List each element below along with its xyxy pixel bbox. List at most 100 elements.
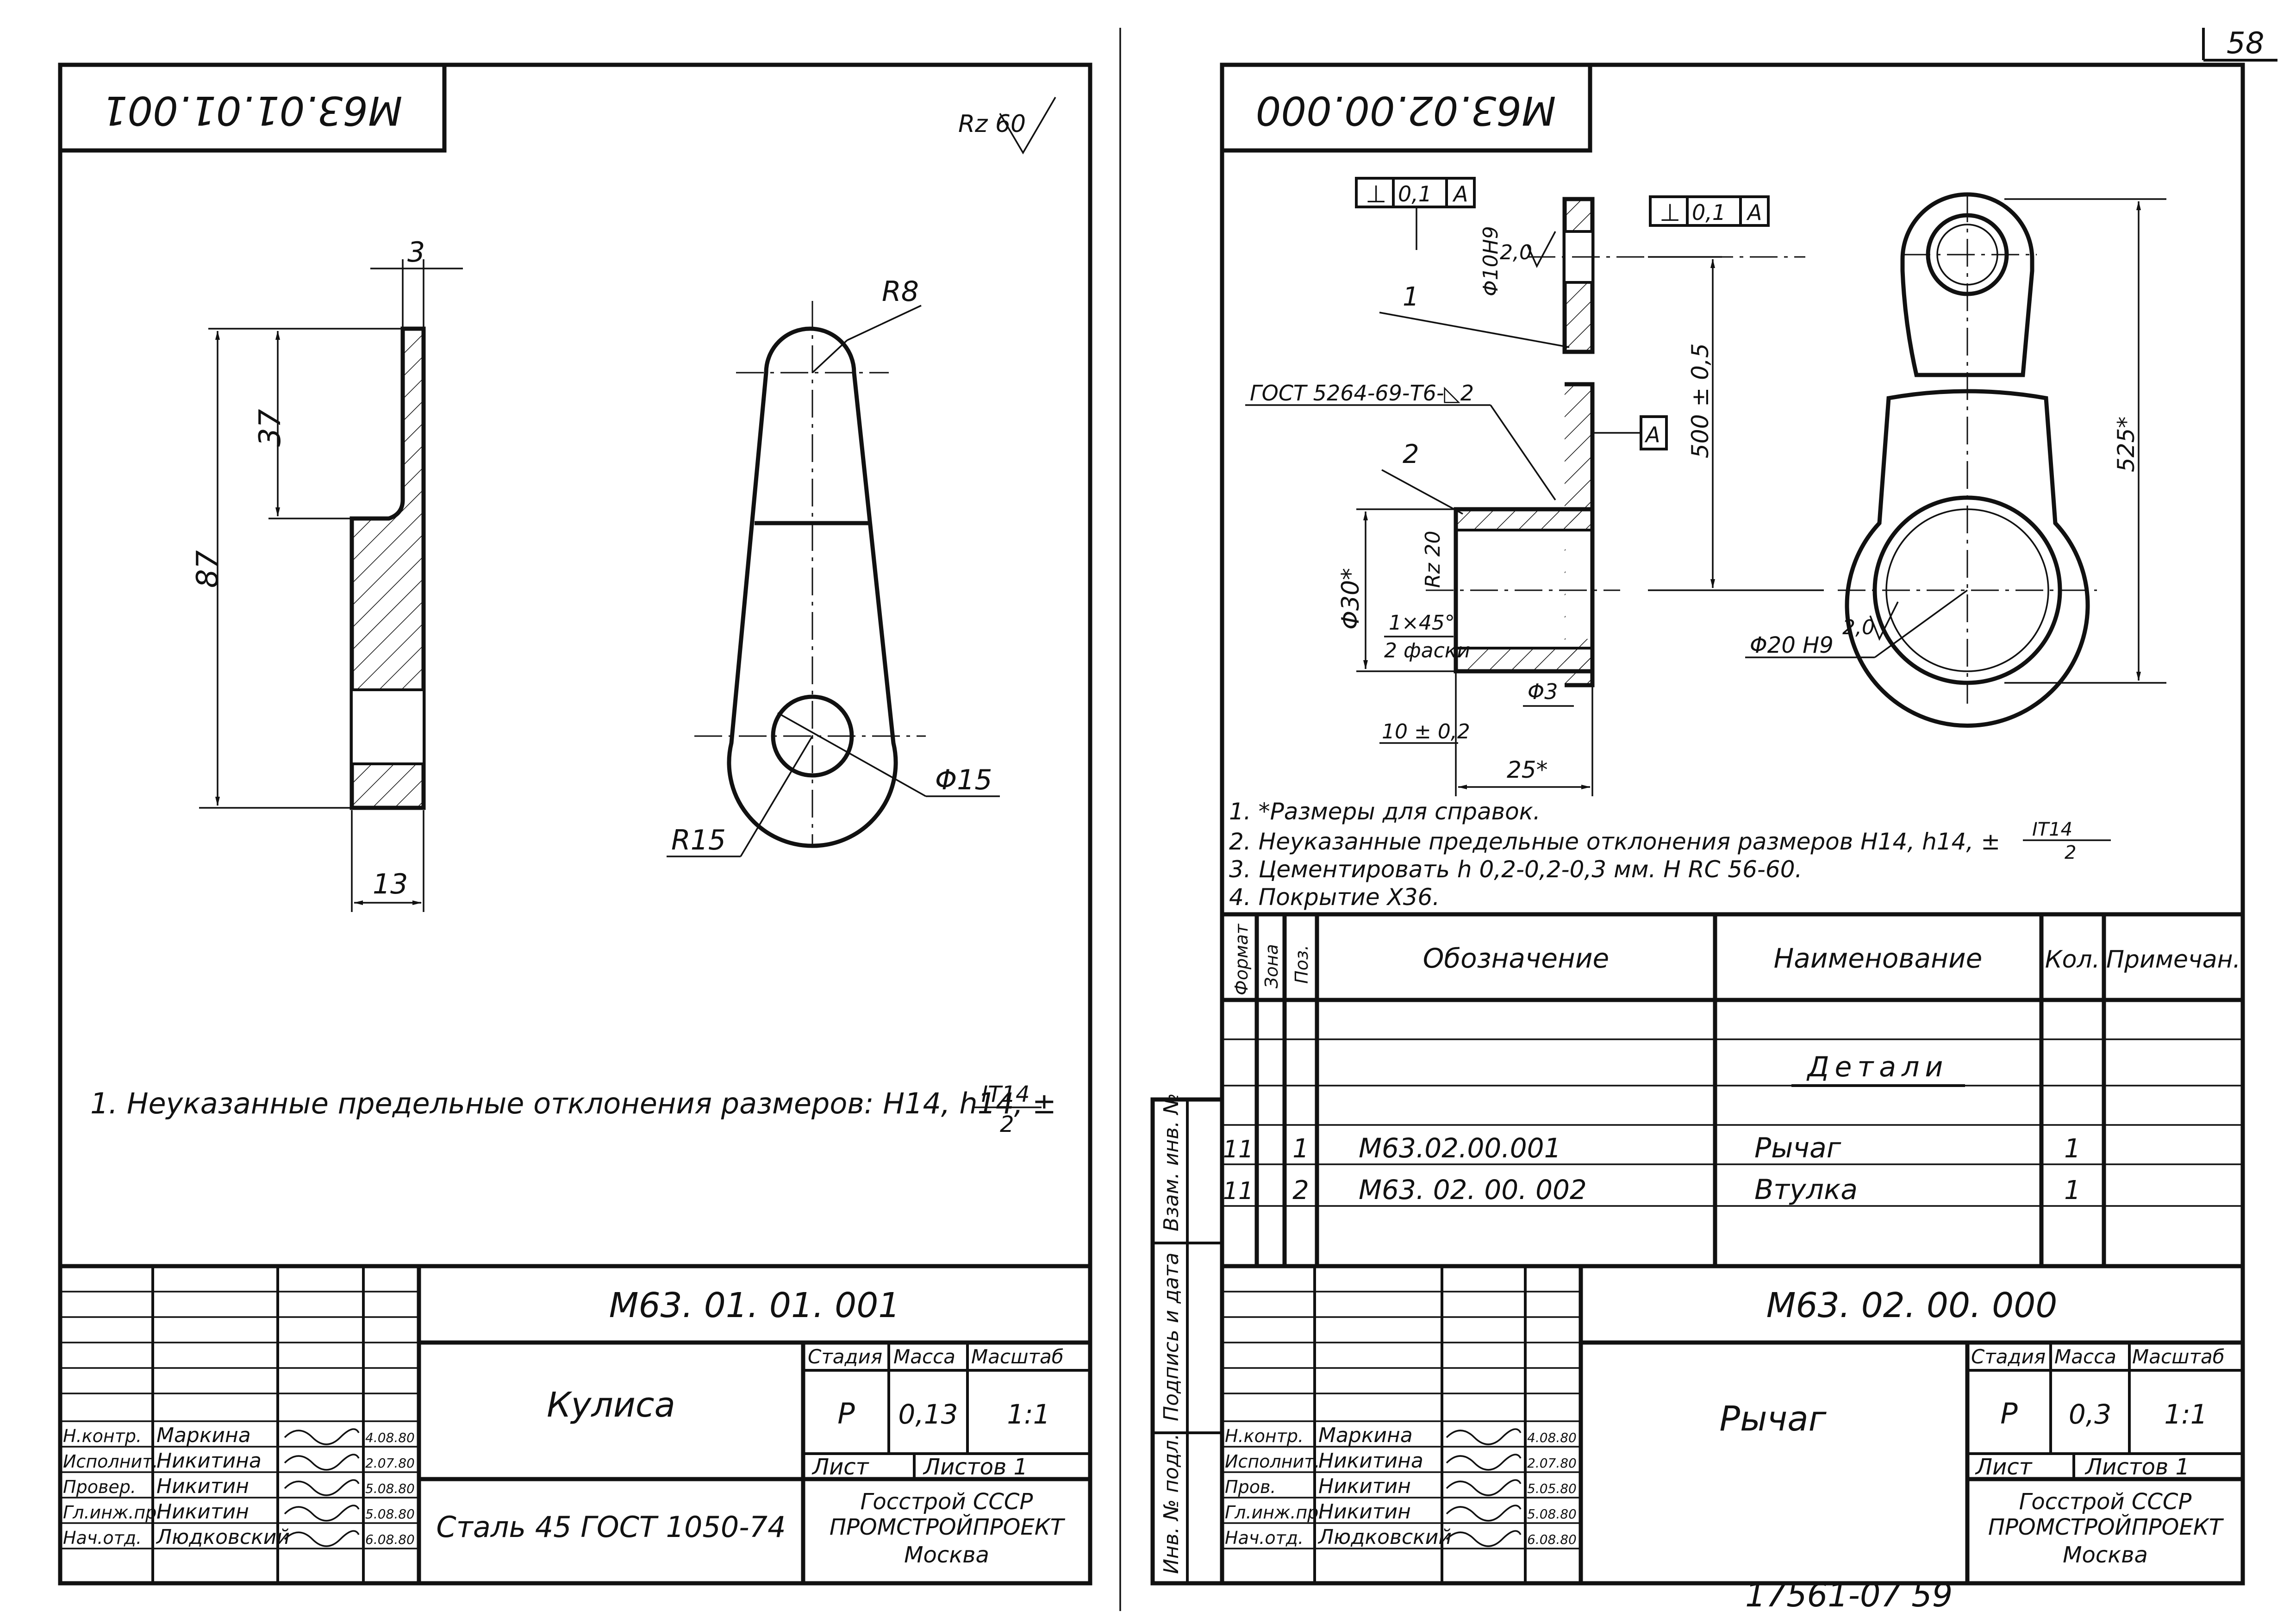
spec-item-designation-0: M63.02.00.001 [1359, 1132, 1561, 1164]
left-stage: Р [837, 1397, 855, 1430]
left-sign-name-3: Никитин [156, 1500, 249, 1524]
left-note-text: 1. Неуказанные предельные отклонения раз… [90, 1087, 1056, 1120]
left-sign-role-0: Н.контр. [63, 1426, 142, 1446]
right-side-stamp: Взам. инв. № Подпись и дата Инв. № подл. [1150, 1093, 1224, 1586]
left-sign-date-0: 4.08.80 [365, 1430, 415, 1445]
right-corner-code: M63.02.00.000 [1256, 87, 1556, 133]
right-sheet: M63.02.00.000 Взам. инв. № Подпись и дат… [1150, 62, 2245, 1586]
page-number: 58 [2227, 26, 2264, 61]
right-sign-role-3: Гл.инж.пр. [1225, 1502, 1324, 1523]
left-sign-signature-1 [284, 1454, 360, 1471]
right-org-3: Москва [2063, 1542, 2148, 1568]
right-stage-label: Стадия [1971, 1345, 2046, 1368]
spec-item-qty-1: 1 [2064, 1175, 2081, 1206]
right-sign-name-4: Людковский [1317, 1525, 1452, 1549]
dim-r15: R15 [671, 824, 726, 856]
dim-25: 25* [1507, 756, 1548, 783]
spec-item-qty-0: 1 [2064, 1134, 2081, 1164]
right-sign-signature-4 [1446, 1530, 1522, 1547]
link-front-view: R8 R15 Φ15 [667, 275, 1000, 857]
gost-weld: ГОСТ 5264-69-Т6-◺2 [1250, 381, 1474, 406]
lever-section-view: A Φ10H9 2,0 1 ГОСТ 5264-69-Т6-◺2 2 Φ30* … [1245, 197, 1805, 796]
right-sign-date-0: 4.08.80 [1527, 1430, 1577, 1445]
spec-item-designation-1: M63. 02. 00. 002 [1359, 1174, 1587, 1206]
tol1-sym: ⊥ [1366, 181, 1386, 208]
left-roughness: Rz 60 [958, 110, 1026, 138]
right-mass: 0,3 [2069, 1399, 2111, 1430]
tol2-val: 0,1 [1692, 200, 1726, 225]
dim-37: 37 [253, 409, 287, 447]
left-sign-date-2: 5.08.80 [365, 1481, 415, 1496]
left-sign-signature-2 [284, 1479, 360, 1496]
left-org-2: ПРОМСТРОЙПРОЕКТ [830, 1514, 1066, 1540]
right-note-2: 2. Неуказанные предельные отклонения раз… [1229, 828, 2000, 855]
dim-87: 87 [191, 550, 225, 588]
left-mass-label: Масса [893, 1345, 955, 1368]
col-note: Примечан. [2106, 946, 2240, 974]
right-title-block: M63. 02. 00. 000 Рычаг Стадия Масса Масш… [1220, 1264, 2245, 1586]
right-sign-name-3: Никитин [1318, 1500, 1411, 1524]
spec-item-pos-1: 2 [1292, 1175, 1309, 1206]
col-format: Формат [1231, 923, 1252, 995]
left-note-frac-den: 2 [1000, 1112, 1014, 1137]
dim-chamfer-1: 1×45° [1389, 611, 1455, 635]
left-sign-role-1: Исполнит. [63, 1451, 158, 1472]
leader-1: 1 [1403, 282, 1419, 312]
right-org-1: Госстрой СССР [2019, 1489, 2192, 1515]
spec-item-format-1: 11 [1223, 1177, 1254, 1205]
left-sign-role-3: Гл.инж.пр. [63, 1502, 162, 1523]
right-sign-signature-2 [1446, 1479, 1522, 1496]
right-sheet-label: Лист [1975, 1454, 2033, 1480]
col-designation: Обозначение [1423, 943, 1609, 974]
datum-a: A [1644, 422, 1660, 447]
right-sign-role-0: Н.контр. [1225, 1426, 1304, 1446]
right-sign-name-1: Никитина [1318, 1449, 1423, 1473]
right-note-1: 1. *Размеры для справок. [1229, 798, 1541, 825]
left-sign-name-2: Никитин [156, 1474, 249, 1498]
dim-phi20: Φ20 H9 [1750, 632, 1834, 658]
right-sign-name-2: Никитин [1318, 1474, 1411, 1498]
right-note-3: 3. Цементировать h 0,2-0,2-0,3 мм. H RC … [1229, 856, 1802, 883]
right-sign-signature-0 [1446, 1428, 1522, 1445]
left-sign-signature-3 [284, 1505, 360, 1522]
right-stage: Р [2000, 1397, 2018, 1430]
left-title-block: M63. 01. 01. 001 Кулиса Сталь 45 ГОСТ 10… [58, 1264, 1092, 1586]
dim-phi30: Φ30* [1337, 568, 1365, 630]
right-sign-role-4: Нач.отд. [1225, 1528, 1304, 1548]
right-scale-label: Масштаб [2132, 1345, 2225, 1368]
dim-phi15: Φ15 [935, 764, 992, 796]
right-sheets-label: Листов 1 [2084, 1454, 2190, 1480]
dim-500: 500 ± 0,5 [1687, 343, 1714, 458]
left-scale: 1:1 [1007, 1399, 1050, 1430]
tol1-val: 0,1 [1398, 181, 1432, 206]
left-org-3: Москва [904, 1542, 989, 1568]
left-sign-role-2: Провер. [63, 1477, 136, 1497]
dim-525: 525* [2113, 417, 2140, 472]
right-sign-date-3: 5.08.80 [1527, 1506, 1577, 1522]
left-sheet: M63.01.01.001 Rz 60 87 37 3 13 [58, 62, 1092, 1586]
left-sign-signature-0 [284, 1428, 360, 1445]
left-sign-name-0: Маркина [156, 1424, 251, 1447]
left-sign-name-1: Никитина [156, 1449, 262, 1473]
lever-front-view: 500 ± 0,5 525* Φ20 H9 2,0 [1648, 192, 2166, 728]
left-corner-code: M63.01.01.001 [102, 87, 403, 133]
left-mass: 0,13 [898, 1399, 958, 1430]
col-name: Наименование [1774, 943, 1983, 974]
right-note-4: 4. Покрытие Х36. [1229, 884, 1440, 911]
side-label-inv: Инв. № подл. [1160, 1433, 1183, 1574]
left-note: 1. Неуказанные предельные отклонения раз… [90, 1087, 1056, 1120]
right-part-name: Рычаг [1720, 1399, 1827, 1439]
spec-section: Детали [1806, 1051, 1949, 1083]
right-note-2-num: IT14 [2032, 819, 2072, 840]
right-org-2: ПРОМСТРОЙПРОЕКТ [1988, 1514, 2224, 1540]
dim-r8: R8 [882, 275, 919, 308]
left-scale-label: Масштаб [971, 1345, 1064, 1368]
col-zone: Зона [1261, 944, 1282, 988]
right-notes: 1. *Размеры для справок. 2. Неуказанные … [1229, 798, 2111, 911]
dim-phi10: Φ10H9 [1479, 226, 1503, 296]
tol1-datum: A [1452, 181, 1468, 206]
dim-phi3: Φ3 [1528, 679, 1558, 704]
left-sign-date-3: 5.08.80 [365, 1506, 415, 1522]
